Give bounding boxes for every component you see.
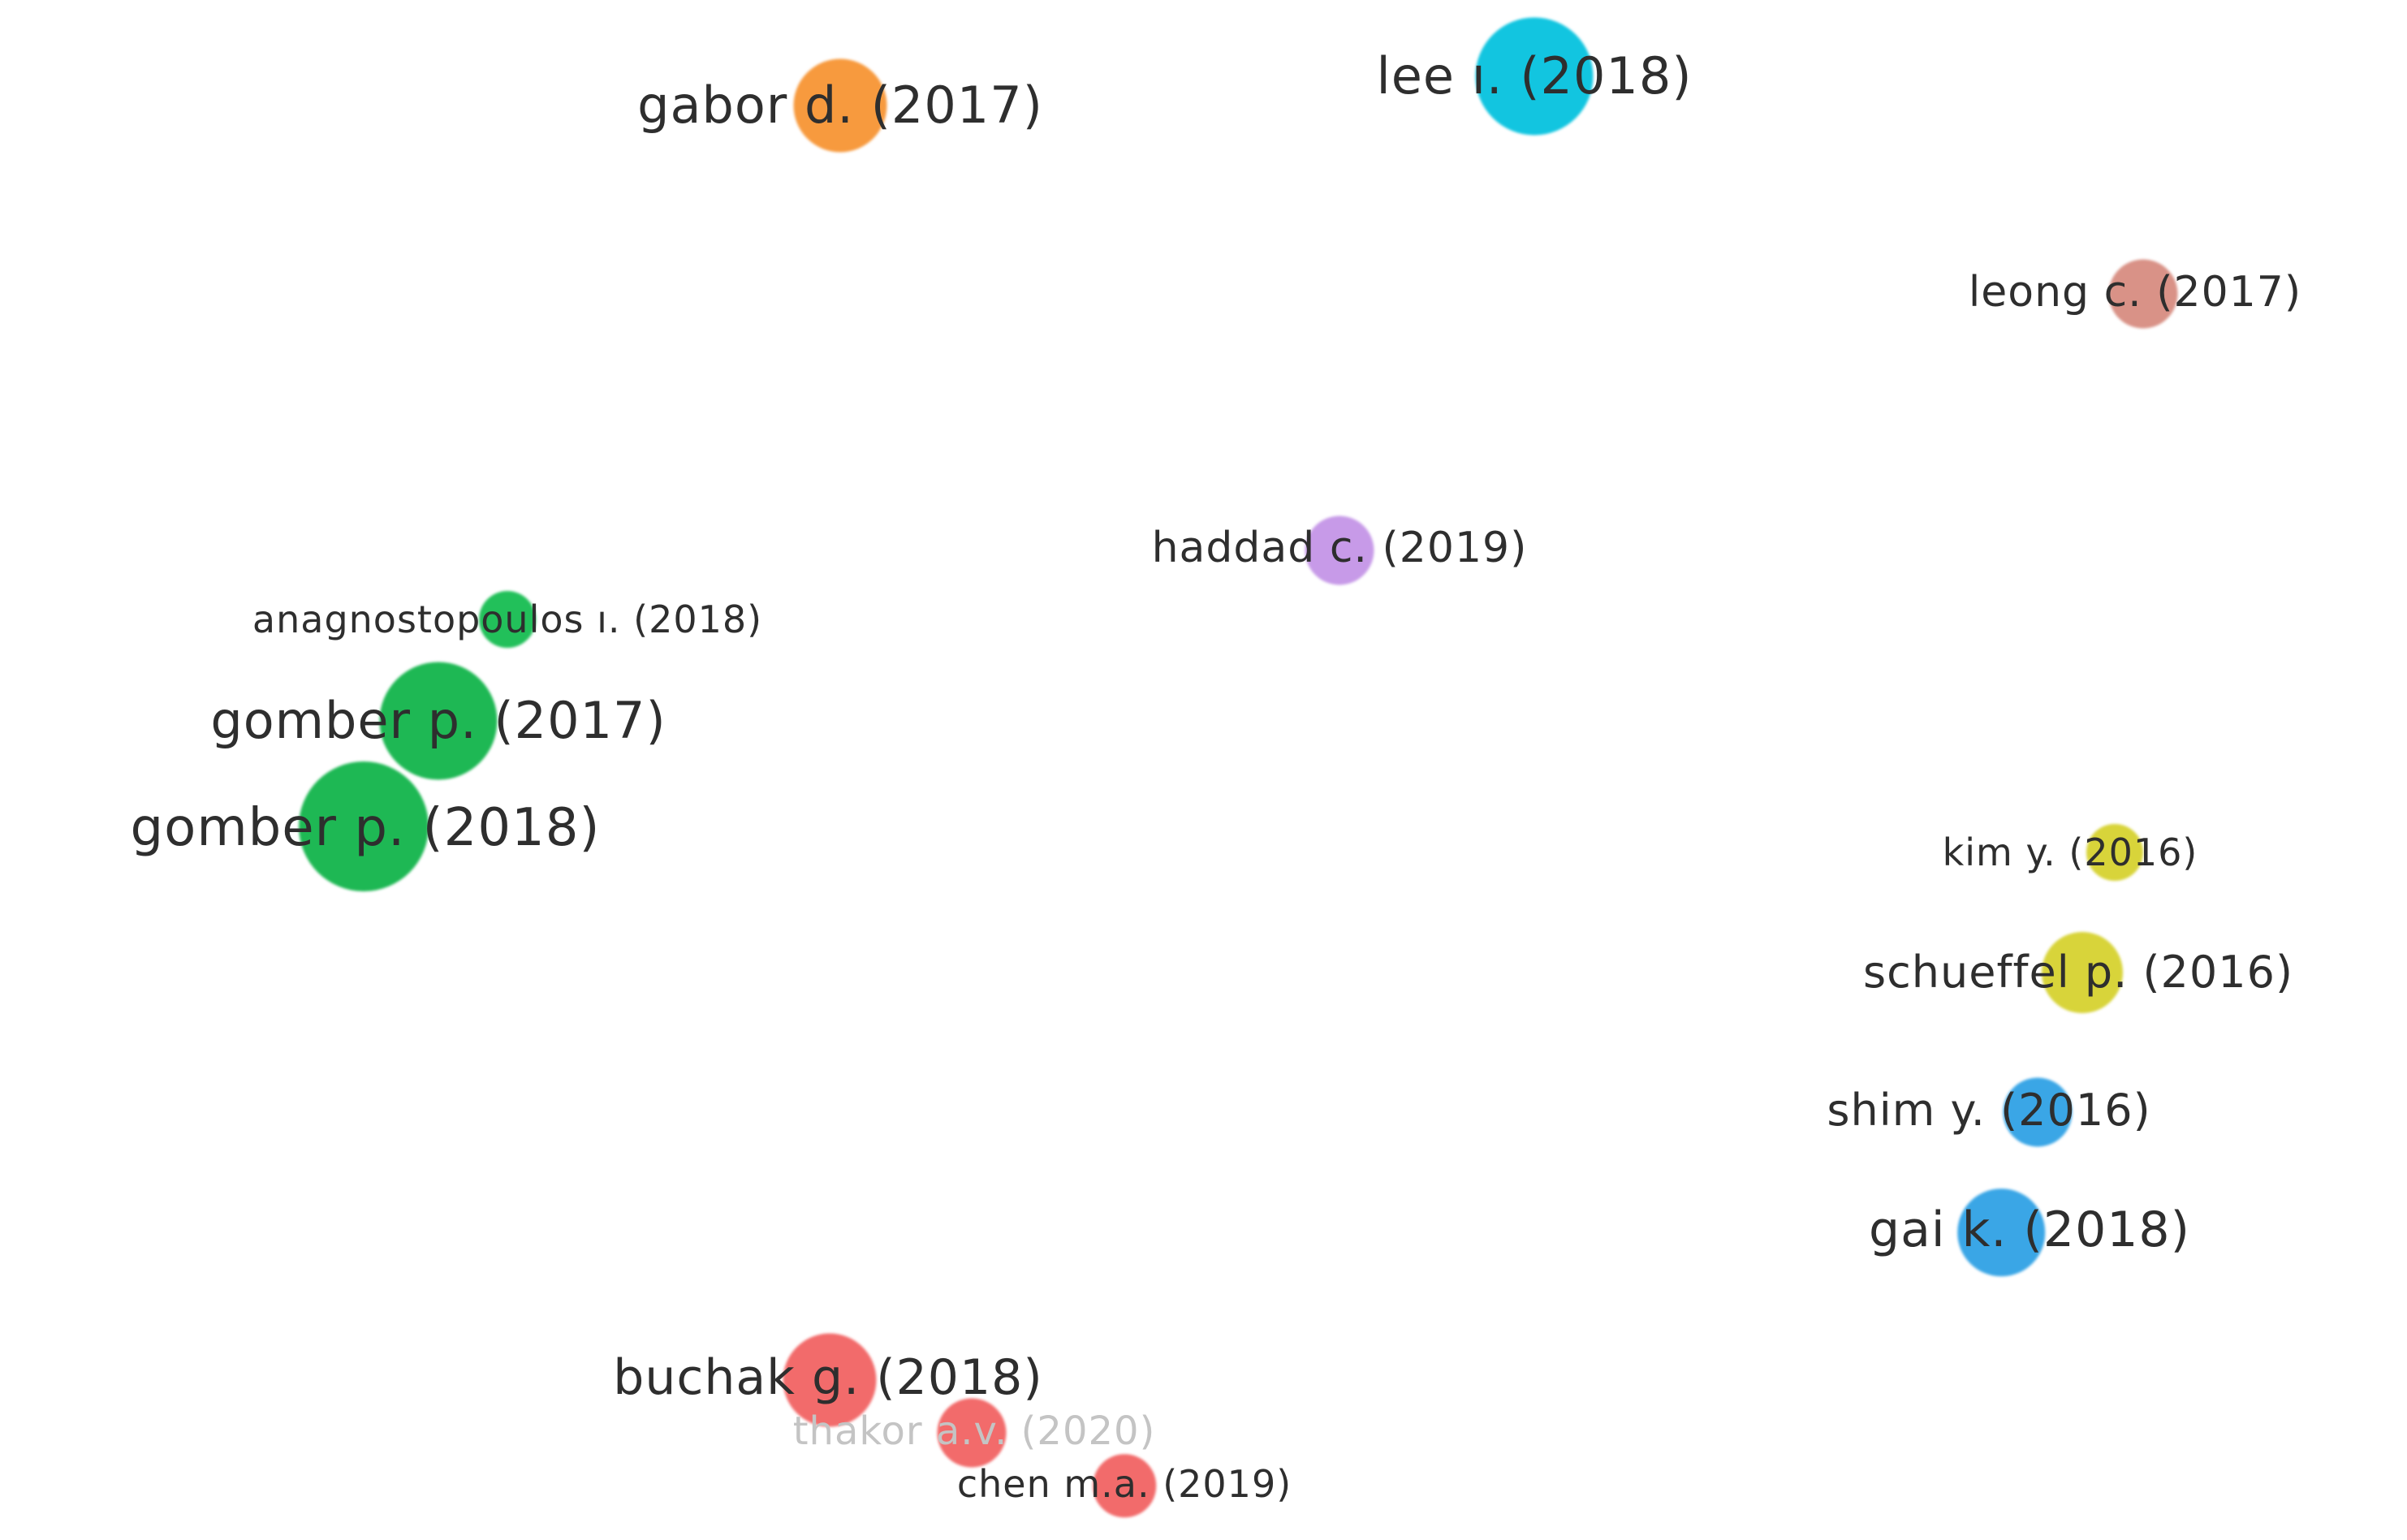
node-bubble[interactable]	[2003, 1077, 2073, 1147]
node-bubble[interactable]	[1305, 515, 1374, 585]
node-bubble[interactable]	[937, 1398, 1007, 1468]
node-label: gabor d. (2017)	[637, 75, 1043, 135]
node-bubble[interactable]	[479, 591, 536, 648]
node-label: leong c. (2017)	[1968, 268, 2302, 317]
node-label: gomber p. (2017)	[210, 691, 666, 750]
node-label: gomber p. (2018)	[130, 798, 601, 858]
node-bubble[interactable]	[379, 662, 498, 780]
node-label: schueffel p. (2016)	[1862, 947, 2294, 998]
node-label: thakor a.v. (2020)	[792, 1408, 1156, 1454]
node-label: shim y. (2016)	[1827, 1085, 2151, 1136]
node-bubble[interactable]	[1093, 1454, 1156, 1517]
node-label: haddad c. (2019)	[1151, 524, 1528, 572]
node-bubble[interactable]	[1475, 17, 1594, 136]
node-bubble[interactable]	[299, 761, 429, 891]
node-bubble[interactable]	[2042, 932, 2123, 1013]
node-bubble[interactable]	[2086, 824, 2143, 881]
node-label: lee ı. (2018)	[1376, 46, 1693, 106]
node-label: gai k. (2018)	[1869, 1201, 2190, 1258]
node-bubble[interactable]	[783, 1333, 877, 1427]
node-bubble[interactable]	[1957, 1188, 2045, 1276]
node-label: kim y. (2016)	[1942, 830, 2198, 874]
node-bubble[interactable]	[2108, 259, 2178, 329]
node-label: buchak g. (2018)	[613, 1349, 1043, 1406]
node-label: chen m.a. (2019)	[956, 1462, 1292, 1506]
node-label: anagnostopoulos ı. (2018)	[252, 597, 763, 641]
node-bubble[interactable]	[793, 58, 887, 153]
